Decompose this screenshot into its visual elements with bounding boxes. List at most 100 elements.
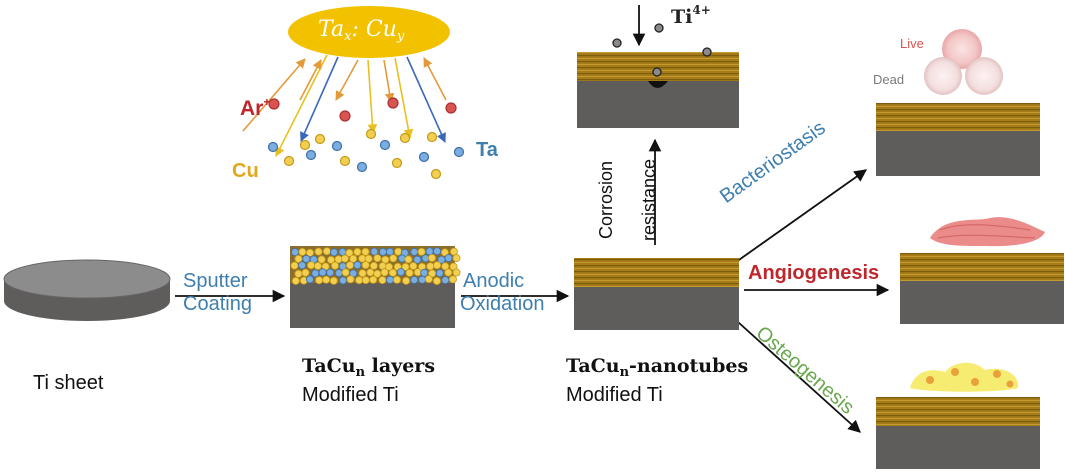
nanotubes-caption: TaCun-nanotubes Modified Ti [566, 355, 748, 407]
cu-particle [317, 255, 326, 264]
sputter-target [288, 6, 450, 58]
ta-particle [396, 268, 405, 277]
cu-particle [353, 247, 362, 256]
cu-particle [315, 276, 324, 285]
ta-particle [370, 247, 379, 256]
cu-particle [380, 268, 389, 277]
ar-ion-label: Ar+ [240, 95, 271, 121]
cu-particle [314, 247, 323, 256]
ta-particle [338, 276, 347, 285]
cu-particle [452, 268, 461, 277]
ta-particle [334, 268, 343, 277]
ti-ion-label: Ti4+ [671, 3, 711, 29]
target-y-sub: y [396, 29, 405, 44]
cu-particle [427, 253, 436, 262]
nanotubes-block [574, 258, 739, 330]
cu-particle [392, 275, 401, 284]
ta-particle [290, 248, 299, 257]
cu-particle [298, 247, 307, 256]
ta-particle [311, 269, 320, 278]
cu-particle [345, 261, 354, 270]
cu-particle [424, 275, 433, 284]
ar-charge: + [263, 95, 271, 109]
cu-particle [388, 268, 397, 277]
cu-particle [373, 254, 382, 263]
ta-particle [305, 275, 314, 284]
corrosion-line1: Corrosion [596, 160, 616, 240]
ta-particle [410, 275, 419, 284]
ti-sheet-label: Ti sheet [33, 372, 104, 394]
layers-title-sub: n [355, 365, 366, 380]
ti-ion-text: Ti [671, 6, 693, 28]
cu-particle [358, 269, 367, 278]
ta-particle [378, 247, 387, 256]
layers-title-b: layers [365, 355, 436, 377]
ta-particle [338, 247, 347, 256]
cu-particle [384, 262, 393, 271]
cu-particle [441, 262, 450, 271]
cu-particle [389, 254, 398, 263]
cu-particle [405, 268, 414, 277]
cu-particle [426, 262, 435, 271]
cu-particle [369, 275, 378, 284]
cu-ion-label: Cu [232, 160, 259, 182]
ta-particle [444, 254, 453, 263]
tacu-layers-line2: Modified Ti [302, 383, 399, 406]
cu-particle [432, 276, 441, 285]
ta-particle [329, 248, 338, 257]
anodic-line2: Oxidation [460, 293, 545, 315]
cu-particle [440, 248, 449, 257]
cu-particle [322, 275, 331, 284]
ta-particle [302, 254, 311, 263]
tacu-layers-caption: TaCun layers Modified Ti [302, 355, 436, 407]
resistance-label: resistance [639, 150, 659, 250]
cu-particle [361, 247, 370, 256]
cu-particle [413, 268, 422, 277]
cu-particle [402, 276, 411, 285]
anodic-oxidation-label: Anodic Oxidation [460, 270, 545, 316]
cu-particle [346, 275, 355, 284]
ta-particle [418, 275, 427, 284]
ti-sheet-disc [3, 259, 171, 321]
layer-particles [290, 247, 461, 285]
cu-particle [369, 261, 378, 270]
nanotubes-line2: Modified Ti [566, 383, 663, 406]
ta-ion-label: Ta [476, 139, 498, 161]
target-ta: Ta [318, 17, 345, 42]
sputter-line1: Sputter [183, 270, 248, 292]
cu-particle [306, 261, 315, 270]
cu-particle [364, 254, 373, 263]
cu-particle [329, 276, 338, 285]
dead-label: Dead [873, 72, 905, 87]
cu-particle [341, 268, 350, 277]
ta-particle [318, 268, 327, 277]
ti-ion-charge: 4+ [692, 3, 711, 17]
osteogenesis-block [876, 362, 1040, 469]
cu-particle [290, 261, 299, 270]
cu-particle [448, 275, 457, 284]
cu-particle [361, 261, 370, 270]
live-label: Live [900, 36, 924, 51]
ta-particle [433, 247, 442, 256]
ta-particle [353, 261, 362, 270]
angiogenesis-block [900, 217, 1064, 324]
cu-particle [340, 254, 349, 263]
ta-particle [425, 247, 434, 256]
cu-particle [433, 261, 442, 270]
cu-particle [361, 276, 370, 285]
cu-particle [322, 247, 331, 256]
cu-particle [366, 268, 375, 277]
angiogenesis-label: Angiogenesis [748, 262, 880, 284]
cu-particle [378, 276, 387, 285]
tacu-layers-title: TaCun layers [302, 355, 436, 381]
target-cu: Cu [365, 17, 397, 42]
cu-particle [452, 254, 461, 263]
ta-particle [385, 247, 394, 256]
corrosion-block [577, 23, 739, 128]
ta-particle [410, 247, 419, 256]
sputter-coating-label: Sputter Coating [183, 270, 252, 316]
sputter-particles [267, 97, 465, 180]
target-sep: : [351, 17, 366, 42]
ta-particle [298, 261, 307, 270]
